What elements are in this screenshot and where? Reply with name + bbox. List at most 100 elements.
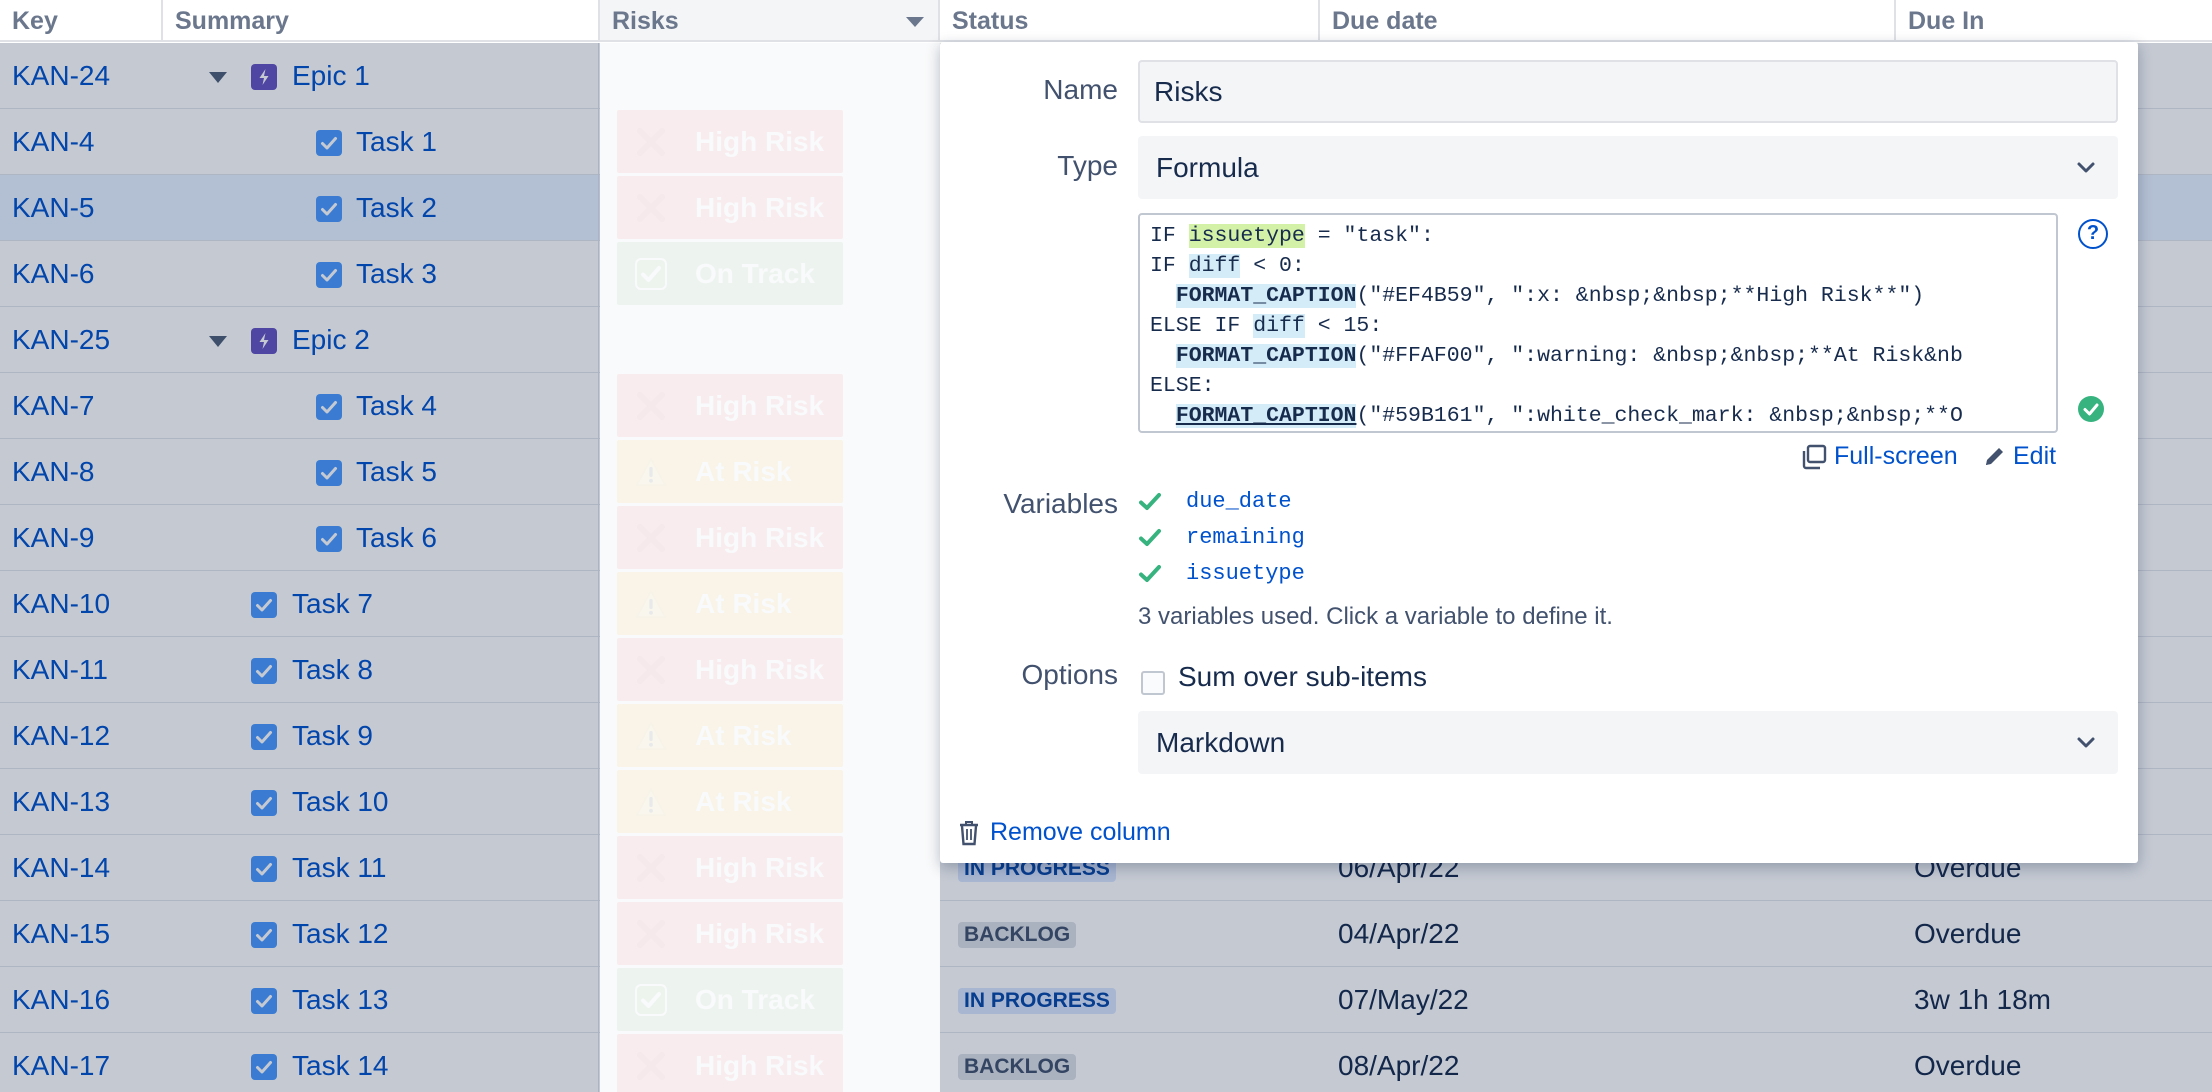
column-header-key[interactable]: Key bbox=[0, 0, 163, 42]
risk-badge-label: High Risk bbox=[695, 126, 825, 157]
issue-summary-link[interactable]: Task 5 bbox=[356, 456, 437, 487]
issue-key-link[interactable]: KAN-6 bbox=[12, 258, 95, 289]
issue-key-link[interactable]: KAN-11 bbox=[12, 654, 108, 685]
name-label: Name bbox=[1043, 74, 1118, 105]
summary-cell: Task 1 bbox=[163, 109, 599, 175]
issue-summary-link[interactable]: Epic 2 bbox=[292, 324, 370, 355]
issue-key-link[interactable]: KAN-7 bbox=[12, 390, 95, 421]
issue-summary-link[interactable]: Task 2 bbox=[356, 192, 437, 223]
name-input[interactable]: Risks bbox=[1138, 60, 2118, 123]
risk-cell: At Risk bbox=[600, 769, 940, 835]
issue-summary-link[interactable]: Task 6 bbox=[356, 522, 437, 553]
table-row[interactable]: KAN-16 Task 13 On Track IN PROGRESS 07/May/2… bbox=[0, 967, 2212, 1033]
issue-summary-link[interactable]: Task 12 bbox=[292, 918, 389, 949]
issue-key-link[interactable]: KAN-17 bbox=[12, 1050, 111, 1081]
issue-summary-link[interactable]: Task 3 bbox=[356, 258, 437, 289]
due-in-cell: Overdue bbox=[1914, 918, 2022, 949]
summary-cell: Task 6 bbox=[163, 505, 599, 571]
issue-key-link[interactable]: KAN-9 bbox=[12, 522, 95, 553]
risk-cell: At Risk bbox=[600, 571, 940, 637]
column-header-summary[interactable]: Summary bbox=[163, 0, 600, 42]
type-select[interactable]: Formula bbox=[1138, 136, 2118, 199]
code-function: FORMAT_CAPTION bbox=[1175, 284, 1357, 308]
issue-summary-link[interactable]: Task 11 bbox=[292, 852, 387, 883]
issue-key-link[interactable]: KAN-13 bbox=[12, 786, 111, 817]
issue-key-link[interactable]: KAN-8 bbox=[12, 456, 95, 487]
caret-down-icon[interactable] bbox=[906, 17, 924, 27]
format-select[interactable]: Markdown bbox=[1138, 711, 2118, 774]
cross-mark-icon bbox=[637, 524, 665, 552]
variable-name: remaining bbox=[1186, 525, 1305, 550]
risk-badge: On Track bbox=[617, 968, 843, 1031]
remove-column-link[interactable]: Remove column bbox=[958, 818, 1188, 852]
issue-summary-link[interactable]: Task 13 bbox=[292, 984, 389, 1015]
variable-item[interactable]: remaining bbox=[1138, 523, 1438, 557]
issue-key-link[interactable]: KAN-14 bbox=[12, 852, 111, 883]
sum-over-sub-items-checkbox[interactable] bbox=[1141, 671, 1165, 695]
task-checkbox-icon bbox=[251, 790, 277, 816]
issue-summary-link[interactable]: Task 4 bbox=[356, 390, 437, 421]
summary-cell: Task 2 bbox=[163, 175, 599, 241]
issue-key-link[interactable]: KAN-12 bbox=[12, 720, 111, 751]
issue-summary-link[interactable]: Task 14 bbox=[292, 1050, 389, 1081]
edit-link[interactable]: Edit bbox=[1983, 442, 2063, 474]
issue-summary-link[interactable]: Task 10 bbox=[292, 786, 389, 817]
issue-key-link[interactable]: KAN-15 bbox=[12, 918, 111, 949]
issue-key-link[interactable]: KAN-4 bbox=[12, 126, 95, 157]
type-label: Type bbox=[1057, 150, 1118, 181]
column-header-key-label: Key bbox=[12, 7, 58, 35]
issue-key-link[interactable]: KAN-10 bbox=[12, 588, 111, 619]
expand-caret-icon[interactable] bbox=[209, 72, 227, 83]
risk-badge: High Risk bbox=[617, 374, 843, 437]
issue-summary-link[interactable]: Task 9 bbox=[292, 720, 373, 751]
variable-item[interactable]: issuetype bbox=[1138, 559, 1438, 593]
expand-caret-icon[interactable] bbox=[209, 336, 227, 347]
status-cell: BACKLOG bbox=[940, 1033, 1320, 1092]
variable-item[interactable]: due_date bbox=[1138, 487, 1438, 521]
status-lozenge[interactable]: BACKLOG bbox=[958, 922, 1077, 948]
column-header-due-in[interactable]: Due In bbox=[1896, 0, 2212, 42]
issue-key-link[interactable]: KAN-5 bbox=[12, 192, 95, 223]
summary-cell: Task 3 bbox=[163, 241, 599, 307]
check-icon bbox=[1139, 529, 1161, 546]
summary-cell: Task 5 bbox=[163, 439, 599, 505]
code-text: < 15: bbox=[1304, 314, 1383, 338]
issue-summary-link[interactable]: Task 8 bbox=[292, 654, 373, 685]
status-lozenge[interactable]: IN PROGRESS bbox=[958, 988, 1116, 1014]
risk-badge-label: On Track bbox=[695, 258, 815, 289]
cross-mark-icon bbox=[637, 194, 665, 222]
status-lozenge[interactable]: BACKLOG bbox=[958, 1054, 1077, 1080]
formula-line: IF diff < 0: bbox=[1150, 251, 2046, 281]
due-in-cell: Overdue bbox=[1914, 1050, 2022, 1081]
warning-icon bbox=[636, 788, 666, 816]
risk-badge-label: At Risk bbox=[695, 588, 792, 619]
trash-icon bbox=[960, 821, 978, 846]
column-header-risks[interactable]: Risks bbox=[600, 0, 940, 42]
cross-mark-icon bbox=[637, 128, 665, 156]
issue-key-link[interactable]: KAN-16 bbox=[12, 984, 111, 1015]
formula-editor[interactable]: IF issuetype = "task":IF diff < 0: FORMA… bbox=[1138, 213, 2058, 433]
fullscreen-label: Full-screen bbox=[1834, 442, 1958, 470]
risk-badge-label: On Track bbox=[695, 984, 815, 1015]
summary-cell: Task 8 bbox=[163, 637, 599, 703]
column-header-due-date[interactable]: Due date bbox=[1320, 0, 1896, 42]
code-text: IF bbox=[1150, 224, 1189, 248]
issue-summary-link[interactable]: Epic 1 bbox=[292, 60, 370, 91]
issue-key-link[interactable]: KAN-25 bbox=[12, 324, 111, 355]
column-header-status[interactable]: Status bbox=[940, 0, 1320, 42]
fullscreen-link[interactable]: Full-screen bbox=[1801, 442, 1966, 474]
issue-key-link[interactable]: KAN-24 bbox=[12, 60, 111, 91]
white-check-mark-icon bbox=[635, 258, 667, 290]
due-date-cell: 07/May/22 bbox=[1338, 984, 1469, 1015]
task-checkbox-icon bbox=[251, 724, 277, 750]
issue-summary-link[interactable]: Task 1 bbox=[356, 126, 437, 157]
issue-summary-link[interactable]: Task 7 bbox=[292, 588, 373, 619]
formula-line: IF issuetype = "task": bbox=[1150, 221, 2046, 251]
risk-cell: High Risk bbox=[600, 835, 940, 901]
cross-mark-icon bbox=[637, 1052, 665, 1080]
help-icon[interactable]: ? bbox=[2078, 219, 2108, 249]
options-label: Options bbox=[1021, 659, 1119, 690]
remove-column-label: Remove column bbox=[990, 818, 1171, 846]
